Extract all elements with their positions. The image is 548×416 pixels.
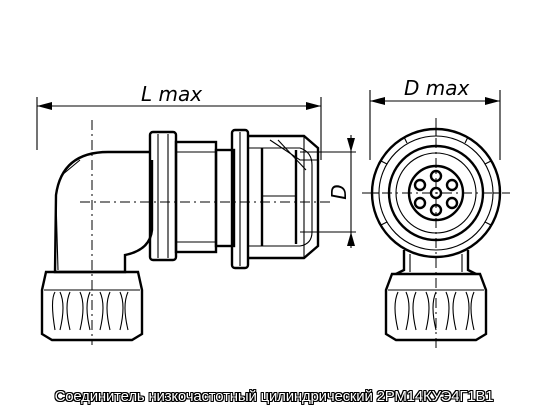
d-side-label: D — [327, 184, 351, 199]
d-max-label: D max — [404, 76, 469, 100]
connector-front-view — [362, 118, 510, 350]
d-max-dimension: D max — [369, 76, 501, 160]
d-side-dimension: D — [300, 135, 356, 248]
l-max-dimension: L max — [36, 82, 322, 160]
connector-side-view — [40, 120, 330, 345]
caption: Соединитель низкочастотный цилиндрически… — [54, 388, 494, 405]
l-max-label: L max — [141, 82, 202, 106]
